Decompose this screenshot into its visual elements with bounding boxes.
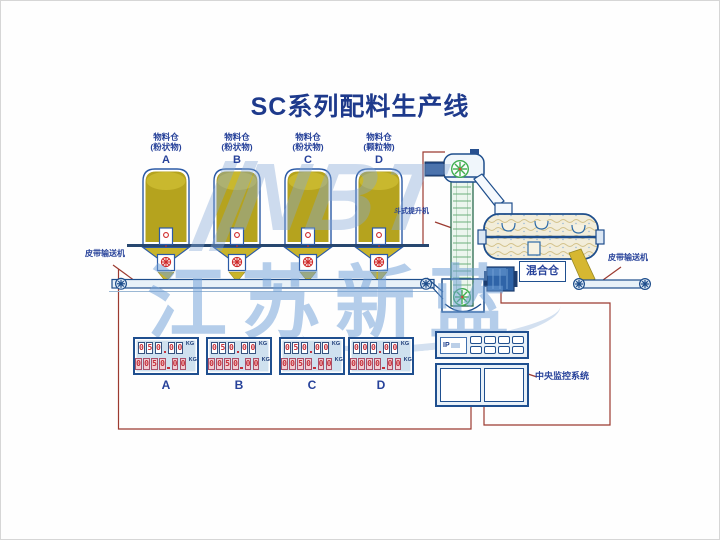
- page-title: SC系列配料生产线: [250, 93, 470, 121]
- panel-letter-a: A: [161, 378, 171, 392]
- silo-a: [142, 168, 190, 281]
- left-conveyor: [109, 277, 437, 292]
- panel-letter-b: B: [234, 378, 244, 392]
- elevator-motor-icon: [424, 161, 445, 177]
- panel-button: [512, 346, 524, 354]
- left-conveyor-label: 皮带输送机: [85, 249, 125, 258]
- panel-button: [470, 336, 482, 344]
- screen-text: IP: [443, 341, 450, 349]
- panel-button: [484, 336, 496, 344]
- right-conveyor-label: 皮带输送机: [608, 253, 648, 262]
- control-cabinet: IP: [435, 331, 529, 407]
- pulley-icon: [453, 288, 471, 306]
- control-screen: IP: [440, 336, 467, 354]
- silo-d: [355, 168, 403, 281]
- panel-button: [512, 336, 524, 344]
- belt-wheel-icon: [638, 278, 652, 290]
- silo-a-label: 物料仓(粉状物) A: [150, 132, 182, 166]
- panel-button: [498, 336, 510, 344]
- vent-icon: [470, 149, 479, 154]
- control-system-label: 中央监控系统: [535, 371, 590, 381]
- panel-button: [498, 346, 510, 354]
- panel-button: [484, 346, 496, 354]
- silo-d-label: 物料仓(颗粒物) D: [363, 132, 395, 166]
- panel-button: [470, 346, 482, 354]
- mixer-paddles: [501, 220, 586, 256]
- wiring: [112, 151, 622, 430]
- control-cabinet-bottom: [435, 363, 529, 407]
- control-buttons: [470, 336, 524, 354]
- belt-wheel-icon: [114, 277, 128, 290]
- cabinet-door: [483, 368, 524, 402]
- screen-glare: [450, 342, 460, 348]
- discharge-chute: [568, 248, 596, 286]
- bucket-elevator: [424, 149, 513, 313]
- silo-c-label: 物料仓(粉状物) C: [292, 132, 324, 166]
- bucket-elevator-label: 斗式提升机: [394, 208, 429, 215]
- silo-c: [284, 168, 332, 281]
- silo-b-label: 物料仓(粉状物) B: [221, 132, 253, 166]
- control-cabinet-top: IP: [435, 331, 529, 359]
- mixer-label: 混合仓: [519, 261, 566, 282]
- belt-wheel-icon: [572, 278, 586, 290]
- silo-b: [213, 168, 261, 281]
- mixer-motor-icon: [484, 266, 518, 292]
- panel-letter-c: C: [307, 378, 317, 392]
- mixer: [477, 213, 605, 292]
- cabinet-door: [440, 368, 481, 402]
- pulley-icon: [451, 159, 469, 179]
- right-conveyor: [572, 278, 652, 290]
- panel-letter-d: D: [376, 378, 386, 392]
